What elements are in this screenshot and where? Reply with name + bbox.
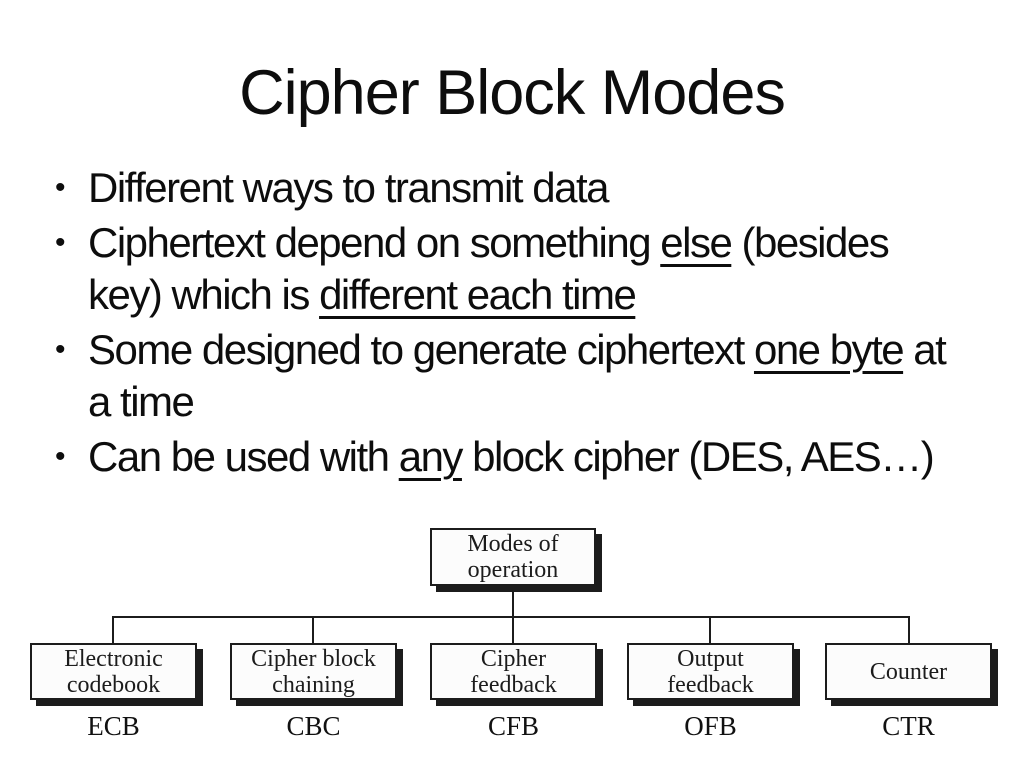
text-segment: Ciphertext depend on something xyxy=(88,219,661,266)
text-segment: Some designed to generate ciphertext xyxy=(88,326,754,373)
underlined-text-segment: else xyxy=(660,219,733,266)
acronym-label-ofb: OFB xyxy=(684,711,737,741)
box-line: Counter xyxy=(869,658,948,685)
diagram-box-electronic-codebook: Electronic codebook xyxy=(30,643,197,700)
text-segment: (besides xyxy=(731,219,889,266)
bullet-item-2: • Ciphertext depend on something else (b… xyxy=(55,217,990,321)
bullet-item-3: • Some designed to generate ciphertext o… xyxy=(55,324,990,428)
bullet-marker: • xyxy=(55,333,66,366)
bullet-marker: • xyxy=(55,440,66,473)
box-line: Modes of xyxy=(467,531,559,557)
text-segment: a time xyxy=(88,378,195,425)
bullet-item-1: • Different ways to transmit data xyxy=(55,162,990,214)
box-line: Cipher block xyxy=(251,645,376,672)
box-line: feedback xyxy=(667,671,754,698)
bullet-text: Can be used with any block cipher (DES, … xyxy=(88,431,990,483)
box-line: codebook xyxy=(66,671,161,698)
bullet-text: Ciphertext depend on something else (bes… xyxy=(88,217,990,321)
slide-title: Cipher Block Modes xyxy=(239,58,786,128)
acronym-label-ctr: CTR xyxy=(882,711,935,741)
text-segment: key) which is xyxy=(88,271,320,318)
bullet-marker: • xyxy=(55,226,66,259)
bullet-marker: • xyxy=(55,171,66,204)
text-segment: Different ways to transmit data xyxy=(88,164,609,211)
box-line: Output xyxy=(677,645,744,672)
box-line: operation xyxy=(467,557,559,583)
box-line: Electronic xyxy=(64,645,163,672)
diagram-box-modes-of-operation: Modes of operation xyxy=(430,528,596,586)
text-segment: Can be used with xyxy=(88,433,399,480)
acronym-label-cbc: CBC xyxy=(286,711,341,741)
diagram-box-cipher-feedback: Cipher feedback xyxy=(430,643,597,700)
acronym-label-cfb: CFB xyxy=(487,711,540,741)
underlined-text-segment: different each time xyxy=(319,271,637,318)
bullet-item-4: • Can be used with any block cipher (DES… xyxy=(55,431,990,483)
box-line: Cipher xyxy=(480,645,547,672)
text-segment: at xyxy=(903,326,947,373)
bullet-text: Some designed to generate ciphertext one… xyxy=(88,324,990,428)
diagram-box-output-feedback: Output feedback xyxy=(627,643,794,700)
underlined-text-segment: one byte xyxy=(753,326,905,373)
underlined-text-segment: any xyxy=(398,433,464,480)
box-line: chaining xyxy=(272,671,355,698)
bullet-text: Different ways to transmit data xyxy=(88,162,990,214)
bullet-list: • Different ways to transmit data • Ciph… xyxy=(55,162,990,483)
diagram-box-cipher-block-chaining: Cipher block chaining xyxy=(230,643,397,700)
text-segment: block cipher (DES, AES…) xyxy=(461,433,935,480)
acronym-label-ecb: ECB xyxy=(87,711,140,741)
box-line: feedback xyxy=(470,671,557,698)
diagram-box-counter: Counter xyxy=(825,643,992,700)
